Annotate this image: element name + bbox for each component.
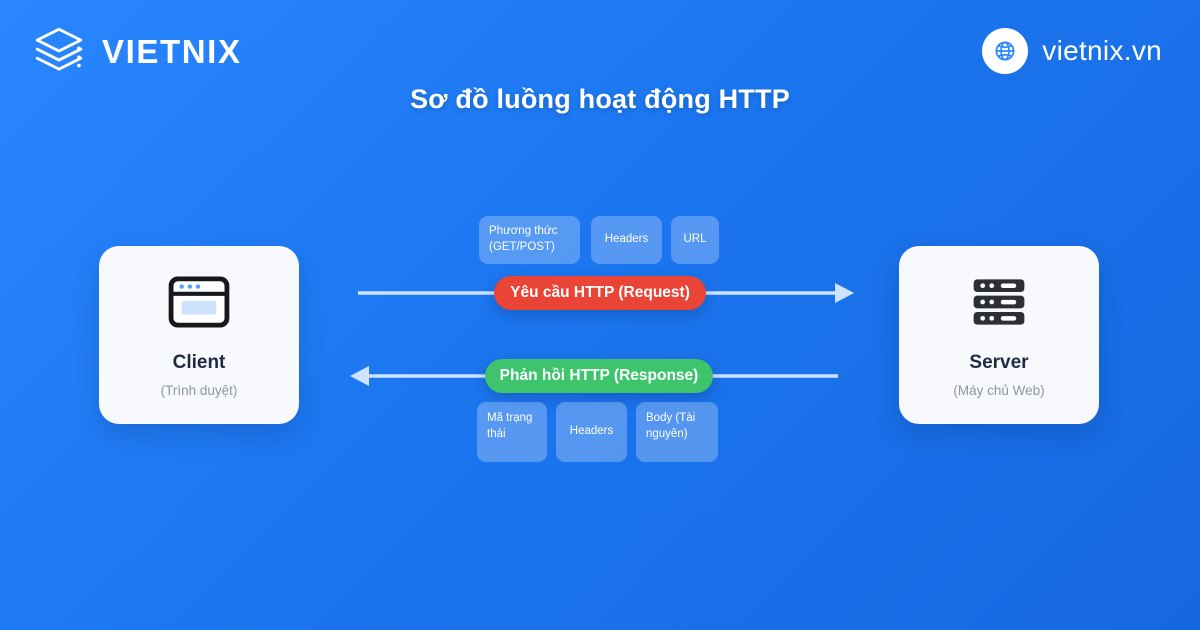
brand-logo[interactable]: VIETNIX	[30, 22, 242, 80]
server-node-subtitle: (Máy chủ Web)	[953, 382, 1045, 398]
brand-name: VIETNIX	[102, 32, 242, 70]
response-pill[interactable]: Phản hồi HTTP (Response)	[485, 359, 713, 393]
request-tag-method: Phương thức (GET/POST)	[479, 216, 580, 264]
stacked-layers-logo-icon	[30, 22, 88, 80]
browser-window-icon	[168, 273, 230, 331]
page-title: Sơ đồ luồng hoạt động HTTP	[410, 84, 790, 114]
request-tag-url: URL	[671, 216, 719, 264]
site-url-block[interactable]: vietnix.vn	[982, 28, 1162, 74]
response-tag-body: Body (Tài nguyên)	[636, 402, 718, 462]
site-url-label: vietnix.vn	[1042, 35, 1162, 66]
server-rack-icon	[970, 273, 1028, 331]
response-tag-headers: Headers	[556, 402, 627, 462]
response-tag-status-code: Mã trạng thái	[477, 402, 547, 462]
request-tag-headers: Headers	[591, 216, 662, 264]
client-node-card[interactable]: Client (Trình duyệt)	[99, 246, 299, 424]
server-node-title: Server	[969, 351, 1029, 373]
client-node-title: Client	[172, 351, 226, 373]
server-node-card[interactable]: Server (Máy chủ Web)	[899, 246, 1099, 424]
request-pill[interactable]: Yêu cầu HTTP (Request)	[494, 276, 706, 310]
client-node-subtitle: (Trình duyệt)	[160, 382, 238, 398]
globe-icon	[982, 28, 1029, 74]
